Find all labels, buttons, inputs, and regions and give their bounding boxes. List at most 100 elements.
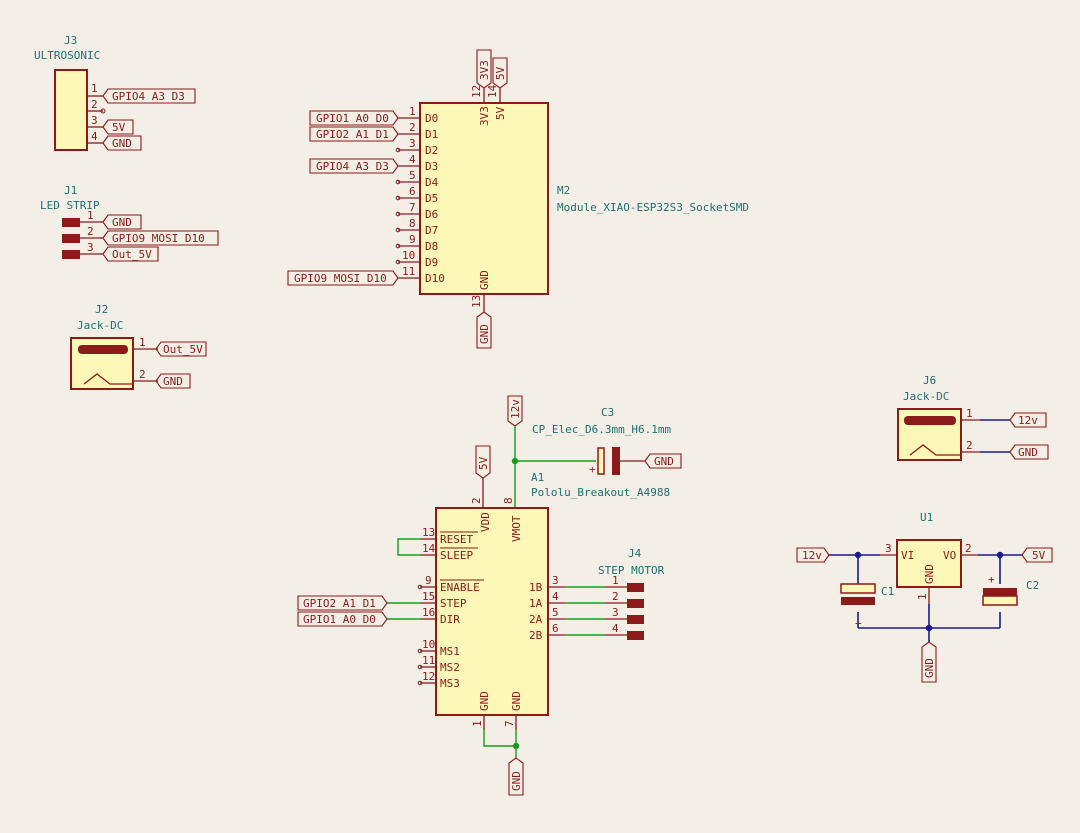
- m2-pin-num: 4: [409, 153, 416, 166]
- a1-pin-name: DIR: [440, 613, 460, 626]
- a1-pin-name: STEP: [440, 597, 467, 610]
- c2-ref: C2: [1026, 579, 1039, 592]
- net-label: [1009, 412, 1047, 428]
- m2-pin-num: 3: [409, 137, 416, 150]
- c1-plus: +: [855, 617, 862, 630]
- m2-pin-name: D3: [425, 160, 438, 173]
- m2-pin-num: 12: [470, 85, 483, 98]
- net-label-text: GPIO2 A1 D1: [303, 597, 376, 610]
- net-label-text: GND: [478, 324, 491, 344]
- m2-pin-num: 10: [402, 249, 415, 262]
- net-label-text: Out_5V: [163, 343, 203, 356]
- u1-pin-name: GND: [923, 564, 936, 584]
- a1-pin-num: 2: [470, 497, 483, 504]
- j6-ref: J6: [923, 374, 936, 387]
- net-label: [1009, 444, 1049, 460]
- m2-pin-name: D2: [425, 144, 438, 157]
- j1-value: LED STRIP: [40, 199, 100, 212]
- j6-value: Jack-DC: [903, 390, 949, 403]
- net-label-text: GPIO9 MOSI D10: [294, 272, 387, 285]
- c2-plus: +: [988, 573, 995, 586]
- regulator-u1[interactable]: U1 VI VO GND 3 2 1 12v 5V GND: [796, 511, 1053, 683]
- a1-pin-num: 3: [552, 574, 559, 587]
- net-label: [102, 246, 159, 262]
- module-m2[interactable]: M2 Module_XIAO-ESP32S3_SocketSMD 1 2 3 4…: [287, 49, 749, 349]
- capacitor-c2[interactable]: C2 +: [982, 573, 1039, 606]
- j1-ref: J1: [64, 184, 77, 197]
- j4-pin-num: 4: [612, 622, 619, 635]
- connector-j3[interactable]: J3 ULTROSONIC 1 2 3 4 GPIO4 A3 D3 5V GND: [34, 34, 196, 151]
- connector-j6[interactable]: J6 Jack-DC 1 2 12v GND: [897, 374, 1049, 461]
- m2-pin-name: D1: [425, 128, 438, 141]
- j6-pin-num: 1: [966, 407, 973, 420]
- a1-pin-name: GND: [510, 691, 523, 711]
- net-label-text: GPIO1 A0 D0: [303, 613, 376, 626]
- m2-pin-num: 13: [470, 295, 483, 308]
- j2-pin-num: 1: [139, 336, 146, 349]
- net-label: [507, 395, 523, 427]
- m2-pin-name: D4: [425, 176, 439, 189]
- capacitor-c1[interactable]: C1 +: [840, 583, 894, 630]
- net-label-text: 12v: [1018, 414, 1038, 427]
- j6-pin-num: 2: [966, 439, 973, 452]
- net-label-text: 12v: [802, 549, 822, 562]
- net-label: [796, 547, 830, 563]
- net-label: [297, 611, 388, 627]
- driver-a1[interactable]: A1 Pololu_Breakout_A4988 5V 2 VDD 8 VMOT…: [297, 445, 670, 796]
- a1-pin-num: 14: [422, 542, 436, 555]
- net-label-text: 5V: [112, 121, 126, 134]
- j3-body: [54, 69, 88, 151]
- j2-ref: J2: [95, 303, 108, 316]
- capacitor-c3[interactable]: 12v C3 CP_Elec_D6.3mm_H6.1mm + GND: [507, 395, 682, 507]
- net-label: [475, 445, 491, 479]
- net-label-text: GPIO4 A3 D3: [316, 160, 389, 173]
- j4-pin-num: 1: [612, 574, 619, 587]
- connector-j2[interactable]: J2 Jack-DC 1 2 Out_5V GND: [70, 303, 207, 390]
- net-label: [102, 135, 142, 151]
- m2-pin-num: 7: [409, 201, 416, 214]
- net-label-text: 12v: [509, 399, 522, 419]
- net-label-text: 5V: [477, 456, 490, 470]
- net-label: [102, 214, 142, 230]
- m2-pin-name: D0: [425, 112, 438, 125]
- a1-pin-name: VDD: [479, 512, 492, 532]
- net-label: [309, 158, 399, 174]
- u1-pin-num: 1: [916, 593, 929, 600]
- c1-ref: C1: [881, 585, 894, 598]
- a1-pin-name: GND: [478, 691, 491, 711]
- a1-pin-num: 6: [552, 622, 559, 635]
- m2-pin-num: 1: [409, 105, 416, 118]
- a1-pin-name: 1B: [529, 581, 543, 594]
- net-label: [1021, 547, 1053, 563]
- net-label-text: GND: [923, 658, 936, 678]
- a1-pin-name: RESET: [440, 533, 473, 546]
- connector-j4[interactable]: J4 STEP MOTOR 1 2 3 4: [598, 547, 665, 640]
- m2-pin-num: 9: [409, 233, 416, 246]
- a1-pin-name: ENABLE: [440, 581, 480, 594]
- u1-pin-name: VI: [901, 549, 914, 562]
- net-label-text: GPIO4 A3 D3: [112, 90, 185, 103]
- net-label: [297, 595, 388, 611]
- a1-pin-num: 16: [422, 606, 435, 619]
- c3-plus: +: [589, 463, 596, 476]
- m2-body: [419, 102, 549, 295]
- j4-pin-num: 3: [612, 606, 619, 619]
- net-label: [102, 88, 196, 104]
- j1-pin-num: 2: [87, 225, 94, 238]
- u1-pin-name: VO: [943, 549, 956, 562]
- net-label-text: GND: [1018, 446, 1038, 459]
- a1-value: Pololu_Breakout_A4988: [531, 486, 670, 499]
- net-label-text: Out_5V: [112, 248, 152, 261]
- net-label: [921, 641, 937, 683]
- connector-j1[interactable]: J1 LED STRIP 1 2 3 GND GPIO9 MOSI D10 Ou…: [40, 184, 219, 262]
- m2-pin-name: D6: [425, 208, 438, 221]
- m2-value: Module_XIAO-ESP32S3_SocketSMD: [557, 201, 749, 214]
- m2-pin-name: D9: [425, 256, 438, 269]
- net-label-text: 3V3: [478, 60, 491, 80]
- m2-pin-num: 14: [486, 84, 499, 98]
- net-label-text: GND: [163, 375, 183, 388]
- net-label: [644, 453, 682, 469]
- net-label-text: GPIO1 A0 D0: [316, 112, 389, 125]
- a1-body: [435, 507, 549, 716]
